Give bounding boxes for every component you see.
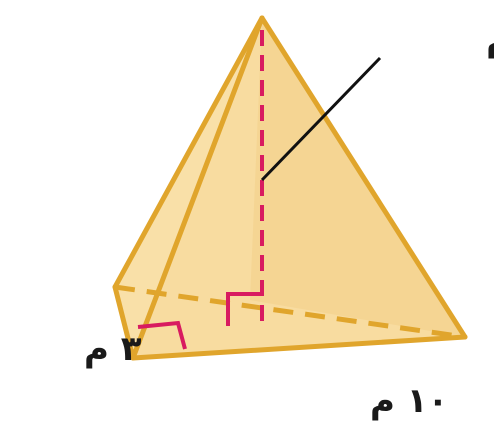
hidden-base-edge <box>114 284 466 340</box>
edge-apex-left <box>112 15 265 290</box>
depth-label: ٣ م <box>84 329 142 369</box>
base-right-angle-mark <box>137 320 187 350</box>
edge-base-left <box>112 284 136 361</box>
pyramid-left-face <box>115 18 262 358</box>
height-leader-line <box>260 56 382 182</box>
pyramid-front-face-shade <box>250 18 465 337</box>
edge-base-front <box>130 334 468 361</box>
edge-apex-right <box>259 15 468 340</box>
altitude-right-angle-mark <box>226 292 262 326</box>
height-label: ١٢ م <box>486 18 494 59</box>
base-label: ١٠ م <box>370 381 448 421</box>
edge-apex-front <box>130 15 265 361</box>
